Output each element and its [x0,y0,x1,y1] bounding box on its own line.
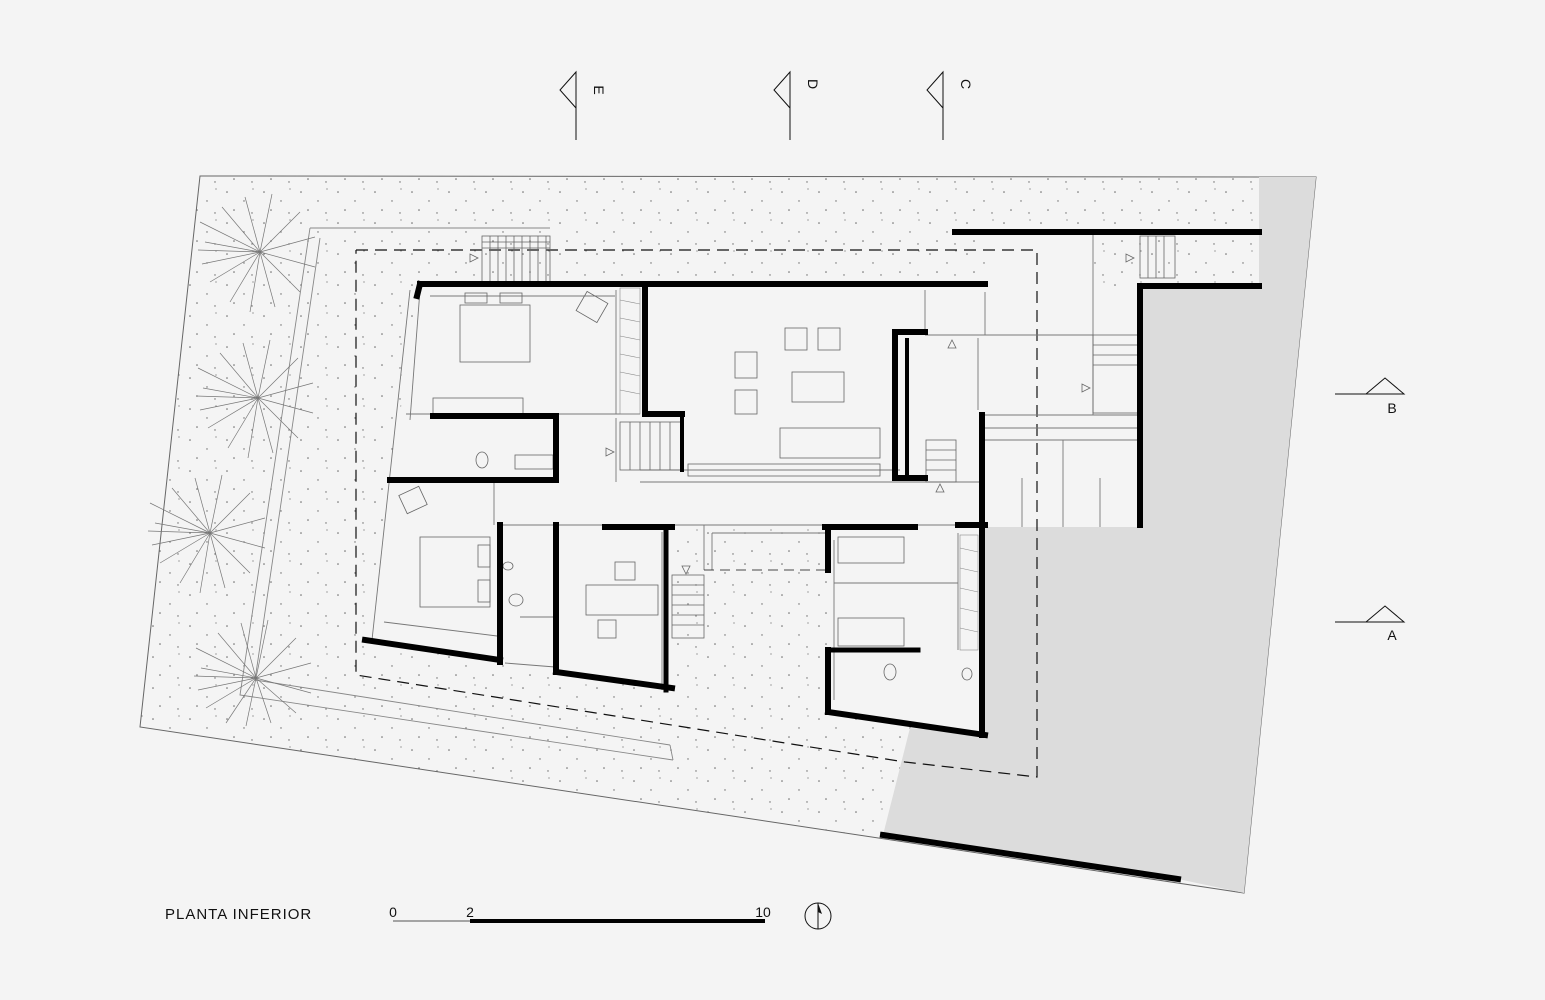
section-marker-d: D [773,70,821,140]
furniture [398,290,973,681]
roof-outline [355,249,1038,778]
section-marker-a: A [1335,605,1406,643]
scale-tick-2: 2 [466,904,474,920]
section-label-c: C [958,79,974,89]
section-label-e: E [591,85,607,94]
walls [361,229,1262,883]
interior-floor [365,284,985,735]
section-marker-b: B [1335,377,1406,416]
drawing-title: PLANTA INFERIOR [165,906,312,923]
palm-trees [147,193,316,727]
east-deck [985,230,1140,527]
closet-hatch [619,287,979,651]
section-marker-c: C [926,70,974,140]
scale-tick-10: 10 [755,904,771,920]
section-label-d: D [805,79,821,89]
section-label-a: A [1387,627,1397,643]
north-arrow-icon [804,902,832,930]
section-label-b: B [1387,400,1396,416]
section-marker-e: E [559,70,607,140]
slope-area [883,177,1316,893]
scale-bar: 0 2 10 [389,904,771,923]
scale-tick-0: 0 [389,904,397,920]
